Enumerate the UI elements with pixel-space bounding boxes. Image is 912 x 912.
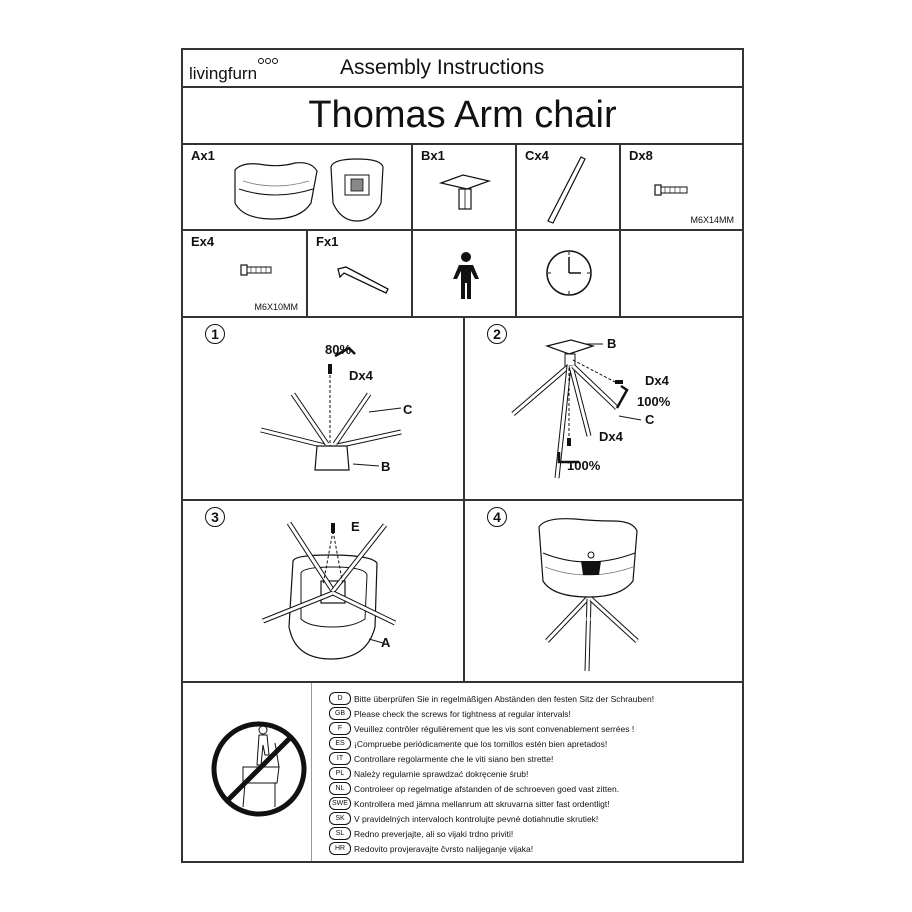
lang-badge: ES	[329, 737, 351, 750]
warning-text: Redno preverjajte, ali so vijaki trdno p…	[354, 828, 514, 839]
part-f-cell: Fx1	[308, 231, 413, 316]
warning-text: V pravidelných intervaloch kontrolujte p…	[354, 813, 599, 824]
lang-badge: SL	[329, 827, 351, 840]
steps-row-2: 3 E A 4	[183, 501, 742, 683]
step-2-screw-1: Dx4	[645, 373, 669, 388]
step-2-diagram	[511, 339, 642, 479]
part-a-cell: Ax1	[183, 145, 413, 229]
person-icon	[453, 252, 479, 299]
part-e-cell: Ex4 M6X10MM	[183, 231, 308, 316]
part-b-label: Bx1	[421, 148, 445, 163]
step-3-seat: A	[381, 635, 391, 650]
lang-badge: NL	[329, 782, 351, 795]
step-1-plate: B	[381, 459, 391, 474]
warning-text: Redovito provjeravajte čvrsto nalijeganj…	[354, 843, 534, 854]
warning-text: Veuillez contrôler régulièrement que les…	[354, 723, 635, 734]
step-4-diagram	[538, 518, 639, 672]
step-2-pct-2: 100%	[567, 458, 601, 473]
clock-icon	[546, 250, 592, 296]
step-1-pct: 80%	[325, 342, 352, 357]
step-3-diagram	[262, 521, 397, 660]
part-e-size: M6X10MM	[254, 302, 298, 312]
step-1-screw: Dx4	[349, 368, 373, 383]
step-1-number: 1	[205, 324, 225, 344]
warning-text: Controllare regolarmente che le viti sia…	[354, 753, 554, 764]
parts-row-1: Ax1 Bx1 Cx4 Dx8	[183, 145, 742, 231]
warning-text: Bitte überprüfen Sie in regelmäßigen Abs…	[354, 693, 655, 704]
no-standing-icon	[211, 721, 307, 817]
part-b-cell: Bx1	[413, 145, 517, 229]
instruction-sheet: livingfurn Assembly Instructions Thomas …	[181, 48, 744, 863]
seat-shell-icon	[234, 158, 384, 222]
leg-icon	[547, 156, 586, 224]
warning-text: Controleer op regelmatige afstanden of d…	[354, 783, 620, 794]
part-c-label: Cx4	[525, 148, 549, 163]
steps-row-1: 1 80% Dx4 C B 2	[183, 318, 742, 501]
lang-badge: HR	[329, 842, 351, 855]
step-2-leg: C	[645, 412, 655, 427]
lang-badge: SK	[329, 812, 351, 825]
step-1-leg: C	[403, 402, 413, 417]
warning-text: Please check the screws for tightness at…	[354, 708, 571, 719]
part-d-size: M6X14MM	[690, 215, 734, 225]
parts-row-2: Ex4 M6X10MM Fx1	[183, 231, 742, 318]
swivel-plate-icon	[438, 174, 492, 210]
time-cell	[517, 231, 621, 316]
allen-key-icon	[337, 266, 389, 294]
step-4-panel: 4 120kgs	[465, 501, 742, 681]
lang-badge: GB	[329, 707, 351, 720]
step-3-screw: E	[351, 519, 360, 534]
brand-logo: livingfurn	[189, 56, 284, 84]
product-name: Thomas Arm chair	[308, 94, 617, 136]
warning-item: ES¡Compruebe periódicamente que los torn…	[329, 737, 607, 750]
step-2-screw-2: Dx4	[599, 429, 623, 444]
screw-short-icon	[240, 264, 272, 276]
header-row: livingfurn Assembly Instructions	[183, 50, 742, 88]
part-c-cell: Cx4	[517, 145, 621, 229]
part-e-label: Ex4	[191, 234, 215, 249]
part-d-label: Dx8	[629, 148, 653, 163]
step-3-number: 3	[205, 507, 225, 527]
step-1-panel: 1 80% Dx4 C B	[183, 318, 465, 499]
part-d-cell: Dx8 M6X14MM	[621, 145, 742, 229]
lang-badge: IT	[329, 752, 351, 765]
step-2-pct-1: 100%	[637, 394, 671, 409]
part-f-label: Fx1	[316, 234, 339, 249]
product-row: Thomas Arm chair	[183, 88, 742, 145]
warning-text: ¡Compruebe periódicamente que los tornil…	[354, 738, 608, 749]
brand-name: livingfurn	[189, 64, 258, 83]
step-3-panel: 3 E A	[183, 501, 465, 681]
step-1-diagram	[260, 346, 402, 471]
step-2-number: 2	[487, 324, 507, 344]
step-4-number: 4	[487, 507, 507, 527]
persons-cell	[413, 231, 517, 316]
warning-text: Kontrollera med jämna mellanrum att skru…	[354, 798, 610, 809]
lang-badge: F	[329, 722, 351, 735]
step-4-weight: 120kgs	[582, 617, 599, 623]
no-standing-cell	[183, 683, 313, 861]
part-a-label: Ax1	[191, 148, 215, 163]
screw-long-icon	[654, 184, 688, 196]
step-2-plate: B	[607, 336, 617, 351]
lang-badge: SWE	[329, 797, 351, 810]
lang-badge: PL	[329, 767, 351, 780]
warning-text: Należy regularnie sprawdzać dokręcenie ś…	[354, 768, 529, 779]
empty-cell	[621, 231, 742, 316]
step-2-panel: 2 B Dx4 100% C Dx4 100%	[465, 318, 742, 499]
sheet-title: Assembly Instructions	[340, 56, 545, 79]
logo-mark-icon	[258, 58, 278, 64]
lang-badge: D	[329, 692, 351, 705]
